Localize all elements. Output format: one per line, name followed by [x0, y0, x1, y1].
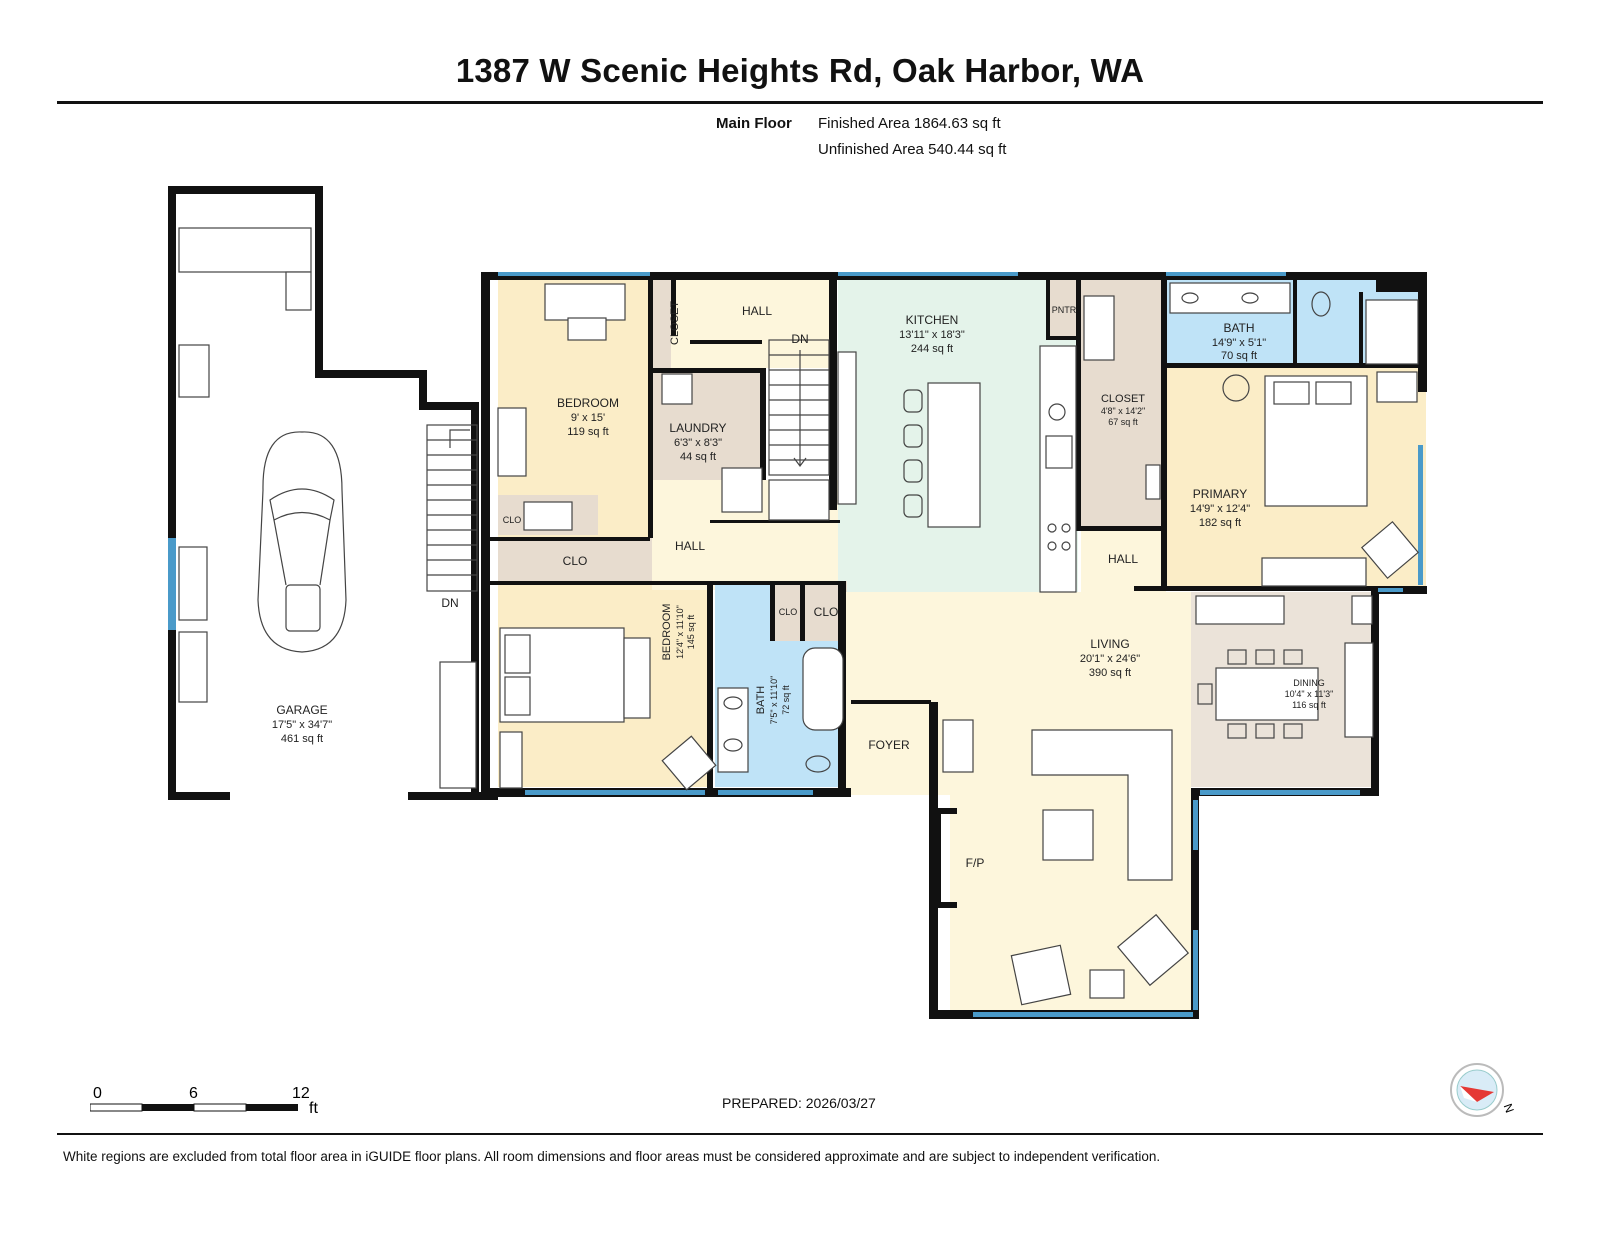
hall-top-name: HALL	[742, 304, 772, 318]
floor-label: Main Floor	[716, 115, 792, 132]
closet-big-area: 67 sq ft	[1108, 417, 1138, 427]
bath2-name: BATH	[755, 686, 767, 715]
foyer-name: FOYER	[868, 738, 910, 752]
primary-area: 182 sq ft	[1199, 517, 1241, 529]
primary-dims: 14'9" x 12'4"	[1190, 503, 1250, 515]
laundry-dims: 6'3" x 8'3"	[674, 437, 722, 449]
scale-label-6: 6	[189, 1085, 198, 1102]
prepared-date: PREPARED: 2026/03/27	[722, 1095, 876, 1111]
car-icon	[257, 431, 347, 653]
hall-right-name: HALL	[1108, 552, 1138, 566]
dining-area: 116 sq ft	[1292, 700, 1326, 710]
windows	[168, 272, 1423, 1017]
hall-right-fill	[1081, 526, 1166, 592]
closet-hall-fill	[652, 280, 671, 368]
hall-mid-name: HALL	[675, 539, 705, 553]
laundry-name: LAUNDRY	[669, 421, 726, 435]
bath-primary-area: 70 sq ft	[1221, 350, 1257, 362]
floor-plan: GARAGE 17'5" x 34'7" 461 sq ft DN BEDROO…	[168, 186, 1427, 1019]
bedroom1-name: BEDROOM	[557, 396, 619, 410]
clo-small1-name: CLO	[503, 515, 522, 525]
fireplace-name: F/P	[966, 856, 985, 870]
clo-b-name: CLO	[814, 605, 839, 619]
unfinished-area: Unfinished Area 540.44 sq ft	[818, 141, 1007, 158]
pantry-fill	[1046, 280, 1076, 340]
bath2-area: 72 sq ft	[781, 685, 791, 715]
garage-area: 461 sq ft	[281, 733, 323, 745]
living-name: LIVING	[1090, 637, 1129, 651]
kitchen-name: KITCHEN	[906, 313, 959, 327]
pantry-name: PNTR	[1052, 305, 1077, 315]
kitchen-area: 244 sq ft	[911, 343, 953, 355]
bedroom1-dims: 9' x 15'	[571, 412, 605, 424]
living-area: 390 sq ft	[1089, 667, 1131, 679]
dining-name: DINING	[1293, 678, 1325, 688]
closet-big-name: CLOSET	[1101, 393, 1145, 405]
garage-name: GARAGE	[276, 703, 327, 717]
scale-bar: 0 6 12 ft	[89, 1085, 330, 1124]
garage-dn: DN	[441, 596, 458, 610]
bedroom1-area: 119 sq ft	[567, 426, 608, 438]
title-rule	[57, 101, 1543, 104]
clo-a-name: CLO	[779, 607, 798, 617]
disclaimer-text: White regions are excluded from total fl…	[63, 1149, 1161, 1164]
bedroom2-area: 145 sq ft	[686, 614, 696, 649]
bath-primary-dims: 14'9" x 5'1"	[1212, 337, 1266, 349]
bath-primary-name: BATH	[1223, 321, 1254, 335]
compass-north-label: N	[1501, 1102, 1517, 1115]
bedroom2-dims: 12'4" x 11'10"	[675, 605, 685, 659]
dn-stair-label: DN	[791, 332, 808, 346]
primary-name: PRIMARY	[1193, 487, 1247, 501]
bedroom2-name: BEDROOM	[661, 604, 673, 661]
footer-rule	[57, 1133, 1543, 1135]
hall-top-fill	[671, 280, 829, 368]
living-dims: 20'1" x 24'6"	[1080, 653, 1140, 665]
scale-label-0: 0	[93, 1085, 102, 1102]
bath2-dims: 7'5" x 11'10"	[769, 676, 779, 725]
clo-wide-name: CLO	[563, 554, 588, 568]
room-labels: GARAGE 17'5" x 34'7" 461 sq ft DN BEDROO…	[272, 301, 1334, 870]
garage-dims: 17'5" x 34'7"	[272, 719, 332, 731]
closet-big-dims: 4'8" x 14'2"	[1101, 406, 1145, 416]
laundry-area: 44 sq ft	[680, 451, 716, 463]
scale-unit: ft	[309, 1100, 318, 1117]
finished-area: Finished Area 1864.63 sq ft	[818, 115, 1001, 132]
closet-hall-name: CLOSET	[669, 301, 681, 345]
compass-icon: N	[1450, 1062, 1520, 1127]
scale-label-12: 12	[292, 1085, 310, 1102]
fixtures	[178, 227, 1420, 1006]
clo-wide-fill	[498, 537, 652, 581]
kitchen-dims: 13'11" x 18'3"	[899, 329, 965, 341]
clo-ab-fill	[775, 581, 847, 641]
page-title: 1387 W Scenic Heights Rd, Oak Harbor, WA	[455, 52, 1145, 89]
dining-dims: 10'4" x 11'3"	[1285, 689, 1334, 699]
